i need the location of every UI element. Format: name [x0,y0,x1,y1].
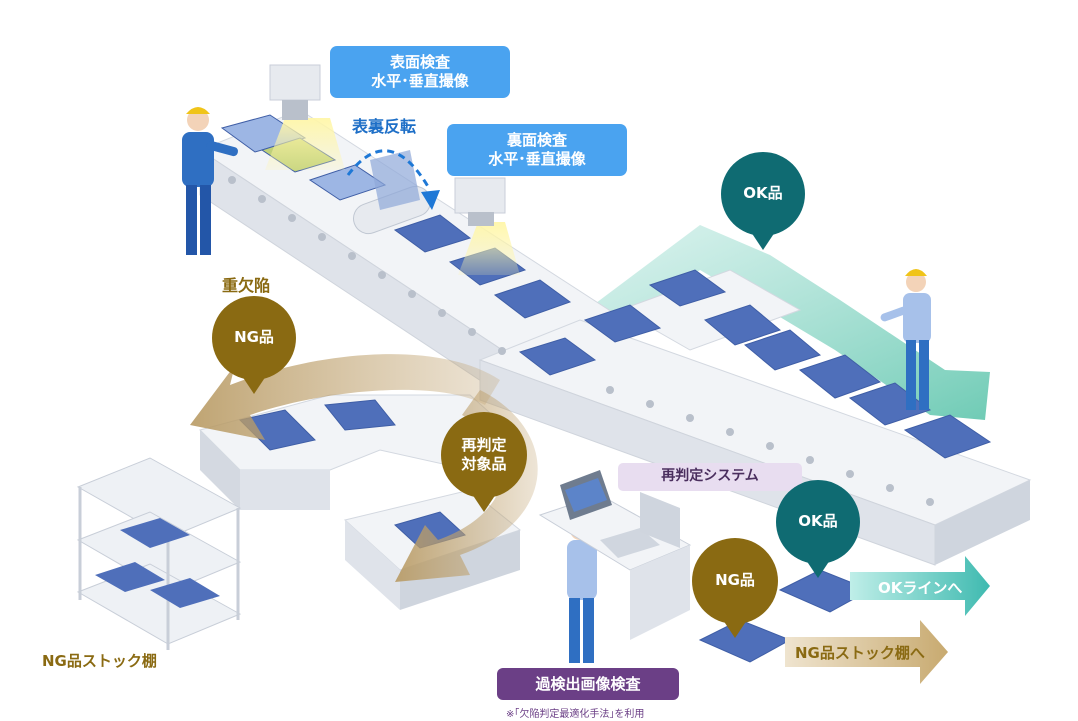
roller-dots [228,176,934,506]
footnote: ※｢欠陥判定最適化手法｣を利用 [506,709,645,720]
flip-label: 表裏反転 [352,117,417,136]
over-detection-label: 過検出画像検査 [497,668,679,700]
to-ng-stock-label: NG品ストック棚へ [795,644,925,662]
heavy-defect-label: 重欠陥 [222,276,271,295]
flip-mechanism [346,149,440,235]
ok-flow-band [560,225,990,420]
recheck-target-bubble: 再判定 対象品 [441,412,527,512]
ng-stock-arrow [785,620,948,684]
workstation [538,470,692,640]
ng-bubble-top: NG品 [212,296,296,394]
surface-inspection-label: 表面検査 水平･垂直撮像 [330,46,510,98]
worker-top-left [182,107,239,255]
to-ok-line-label: OKラインへ [878,579,963,597]
ng-stock-shelf-illustration [76,457,242,650]
camera-back [454,177,520,275]
recheck-system-label: 再判定システム [618,463,802,491]
ok-bubble-top: OK品 [721,152,805,250]
ok-line-arrow [850,556,990,616]
worker-right [880,269,931,410]
back-inspection-label: 裏面検査 水平･垂直撮像 [447,124,627,176]
ng-bubble-bottom: NG品 [692,538,778,638]
ng-stock-shelf-label: NG品ストック棚 [42,652,157,670]
ok-bubble-bottom: OK品 [776,480,860,578]
camera-surface [265,64,345,170]
